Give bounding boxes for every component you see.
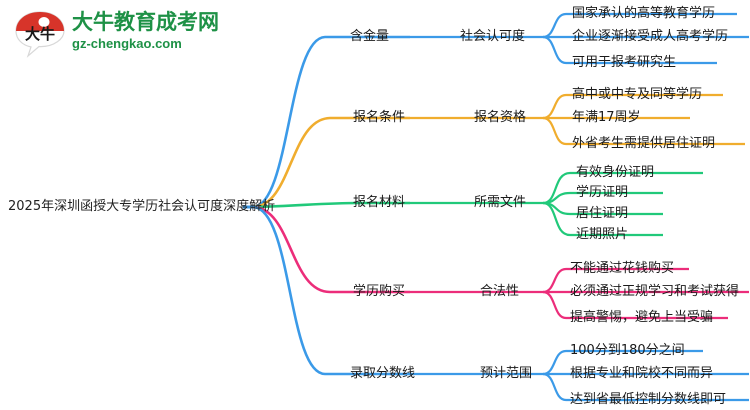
leaf-label-1-1[interactable]: 国家承认的高等教育学历 [572,6,716,21]
leaf-label-1-3[interactable]: 可用于报考研究生 [572,55,677,70]
leaf-label-5-2[interactable]: 根据专业和院校不同而异 [570,366,714,381]
logo-mark-label: 大牛 [25,25,55,43]
logo-mark-icon: 大牛 [15,11,65,58]
root-node-label[interactable]: 2025年深圳函授大专学历社会认可度深度解析 [8,199,276,214]
branch-2-connectors [252,93,745,209]
leaf-label-2-2[interactable]: 年满17周岁 [572,110,641,125]
leaf-label-3-1[interactable]: 有效身份证明 [576,165,655,180]
subtopic-label-1[interactable]: 社会认可度 [460,29,526,44]
logo-domain: gz-chengkao.com [72,36,182,51]
topic-label-1[interactable]: 含金量 [350,29,390,44]
branch-3-connectors [252,171,703,237]
leaf-label-3-4[interactable]: 近期照片 [576,227,629,242]
leaf-label-1-2[interactable]: 企业逐渐接受成人高考学历 [572,29,729,44]
leaf-label-5-1[interactable]: 100分到180分之间 [570,343,685,358]
site-logo: 大牛 大牛教育成考网 gz-chengkao.com [14,8,244,60]
subtopic-label-2[interactable]: 报名资格 [474,110,527,125]
topic-label-3[interactable]: 报名材料 [353,195,406,210]
leaf-label-3-2[interactable]: 学历证明 [576,185,629,200]
subtopic-label-4[interactable]: 合法性 [480,284,520,299]
leaf-label-3-3[interactable]: 居住证明 [576,206,629,221]
branch-5-connectors [252,205,749,402]
leaf-label-2-1[interactable]: 高中或中专及同等学历 [572,87,703,102]
topic-label-2[interactable]: 报名条件 [353,110,406,125]
topic-label-4[interactable]: 学历购买 [353,284,406,299]
logo-brand-name: 大牛教育成考网 [72,10,219,34]
subtopic-label-5[interactable]: 预计范围 [480,366,533,381]
leaf-label-4-3[interactable]: 提高警惕，避免上当受骗 [570,310,714,325]
logo-text-block: 大牛教育成考网 gz-chengkao.com [72,10,244,52]
leaf-label-5-3[interactable]: 达到省最低控制分数线即可 [570,392,727,407]
branch-1-connectors [252,12,749,209]
subtopic-label-3[interactable]: 所需文件 [474,195,527,210]
topic-label-5[interactable]: 录取分数线 [350,366,416,381]
leaf-label-4-2[interactable]: 必须通过正规学习和考试获得 [570,284,740,299]
leaf-label-2-3[interactable]: 外省考生需提供居住证明 [572,136,716,151]
branch-4-connectors [252,205,749,320]
leaf-label-4-1[interactable]: 不能通过花钱购买 [570,261,675,276]
